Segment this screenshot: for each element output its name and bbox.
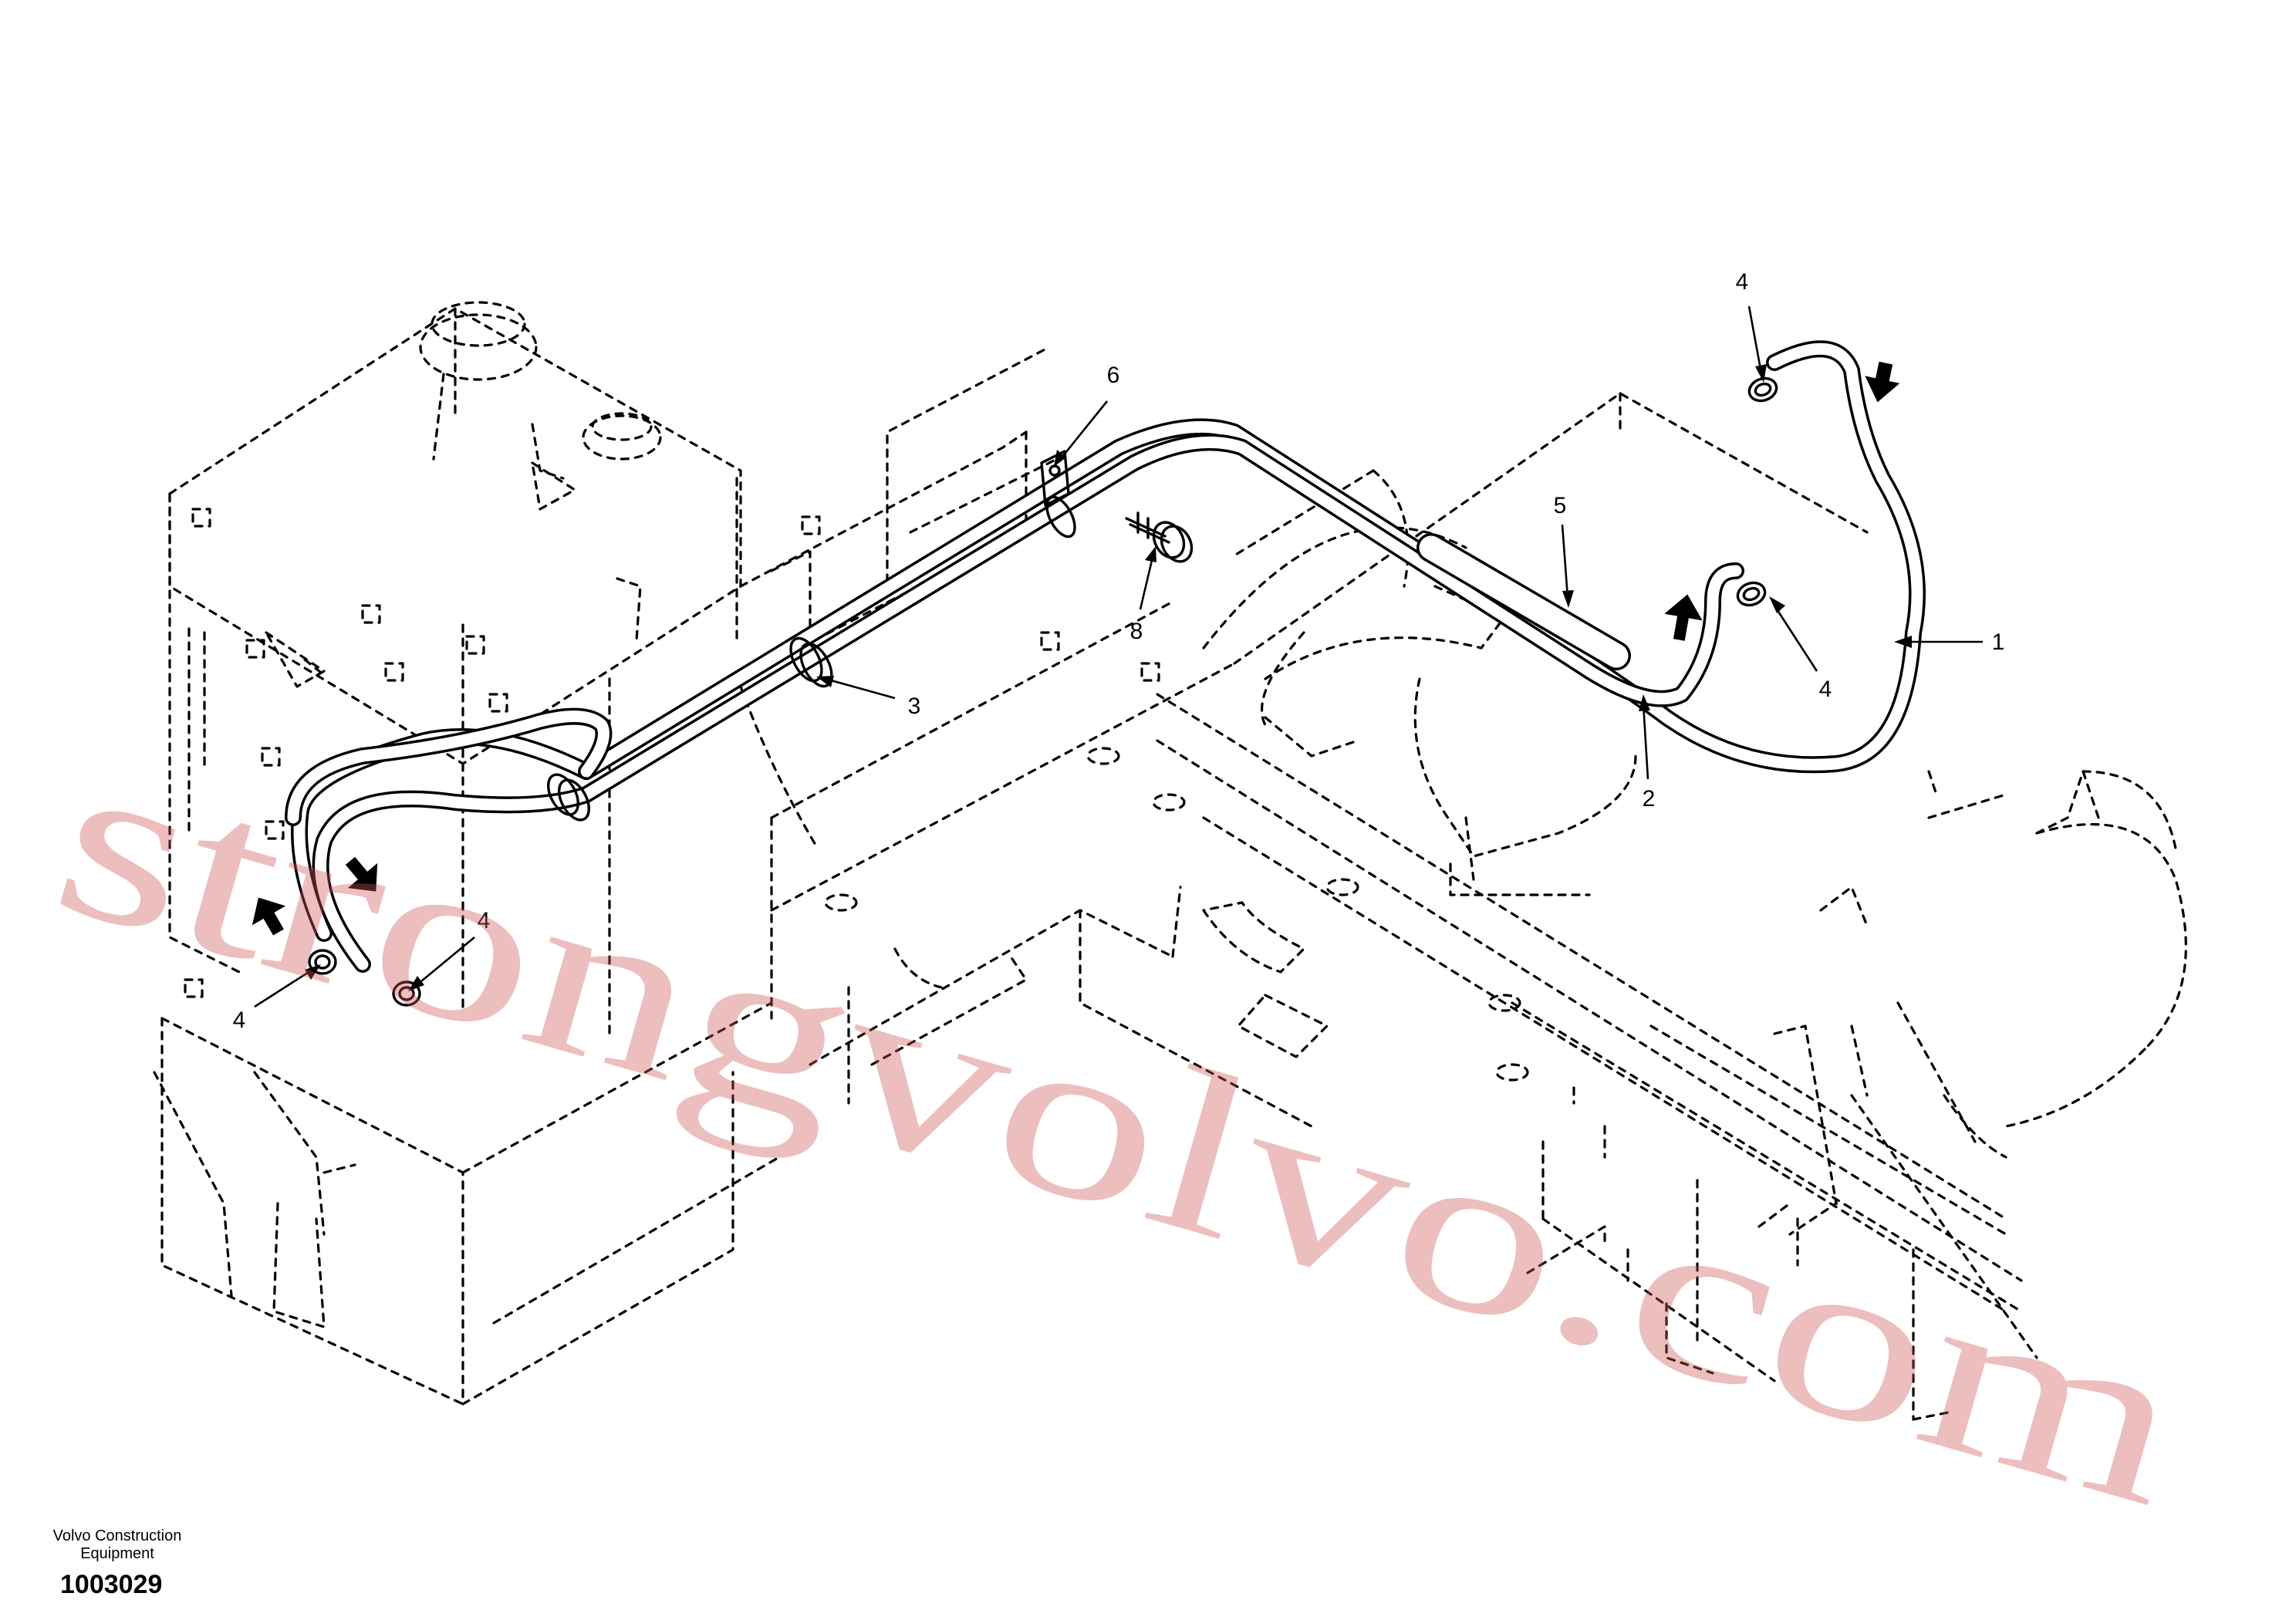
callout-8: 8 — [1130, 619, 1143, 644]
leader-arrowheads — [305, 364, 1912, 991]
flow-arrows — [252, 361, 1900, 936]
callout-6: 6 — [1107, 363, 1120, 388]
callout-4-top: 4 — [1736, 269, 1749, 295]
company-name-line1: Volvo Construction — [52, 1527, 182, 1544]
callout-4-right: 4 — [1819, 677, 1832, 702]
watermark-text: strongvolvo.com — [32, 704, 2210, 1555]
callout-5: 5 — [1554, 493, 1567, 518]
callout-4-mid: 4 — [478, 908, 491, 933]
company-name-line2: Equipment — [80, 1545, 154, 1562]
hose-1-loop — [285, 707, 613, 826]
leader-lines — [254, 305, 1983, 1008]
protective-sleeve-5 — [1416, 533, 1631, 670]
background-machine-outline — [153, 301, 2187, 1421]
callout-labels: 1 2 3 4 4 4 4 5 6 8 — [233, 269, 2005, 1033]
callout-1: 1 — [1992, 629, 2005, 655]
callout-4-left: 4 — [233, 1007, 246, 1033]
hose-2 — [312, 434, 1744, 973]
tube-clamp-3 — [547, 636, 833, 822]
callout-3: 3 — [908, 694, 921, 719]
figure-number: 1003029 — [60, 1570, 163, 1599]
callout-2: 2 — [1643, 786, 1656, 812]
bolt-8 — [1125, 511, 1194, 563]
hose-clamp-4 — [308, 376, 1778, 1007]
